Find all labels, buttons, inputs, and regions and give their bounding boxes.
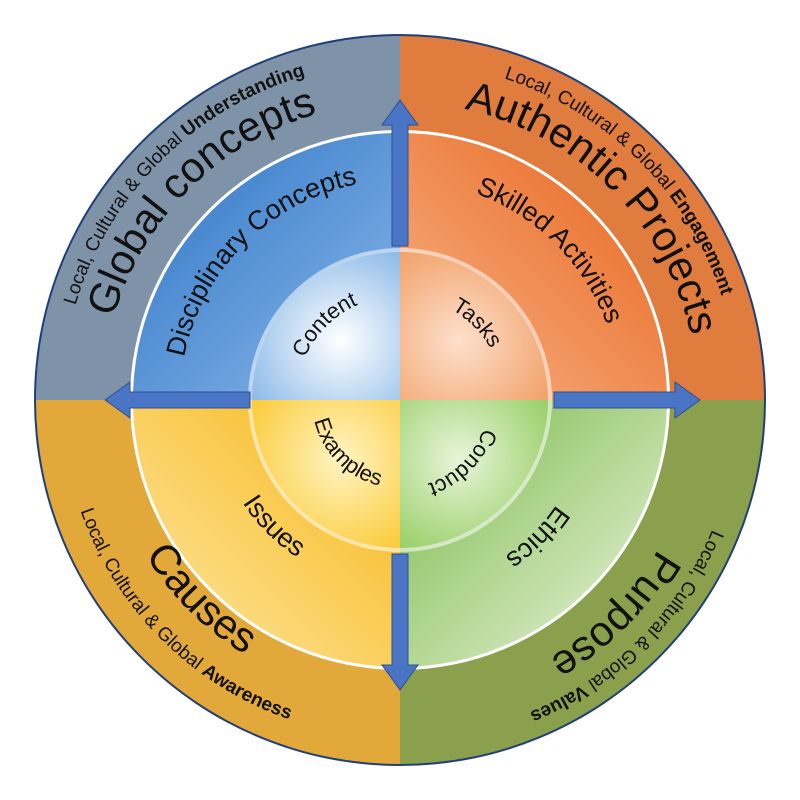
arrow-down-icon: [381, 553, 419, 691]
arrow-right-icon: [553, 381, 701, 419]
arrow-left-icon: [104, 381, 251, 419]
inner-quadrant-top-left: [252, 252, 400, 400]
inner-quadrant-top-right: [400, 252, 548, 400]
inner-quadrant-bottom-right: [400, 400, 548, 548]
inner-quadrant-bottom-left: [252, 400, 400, 548]
arrow-up-icon: [381, 99, 419, 247]
